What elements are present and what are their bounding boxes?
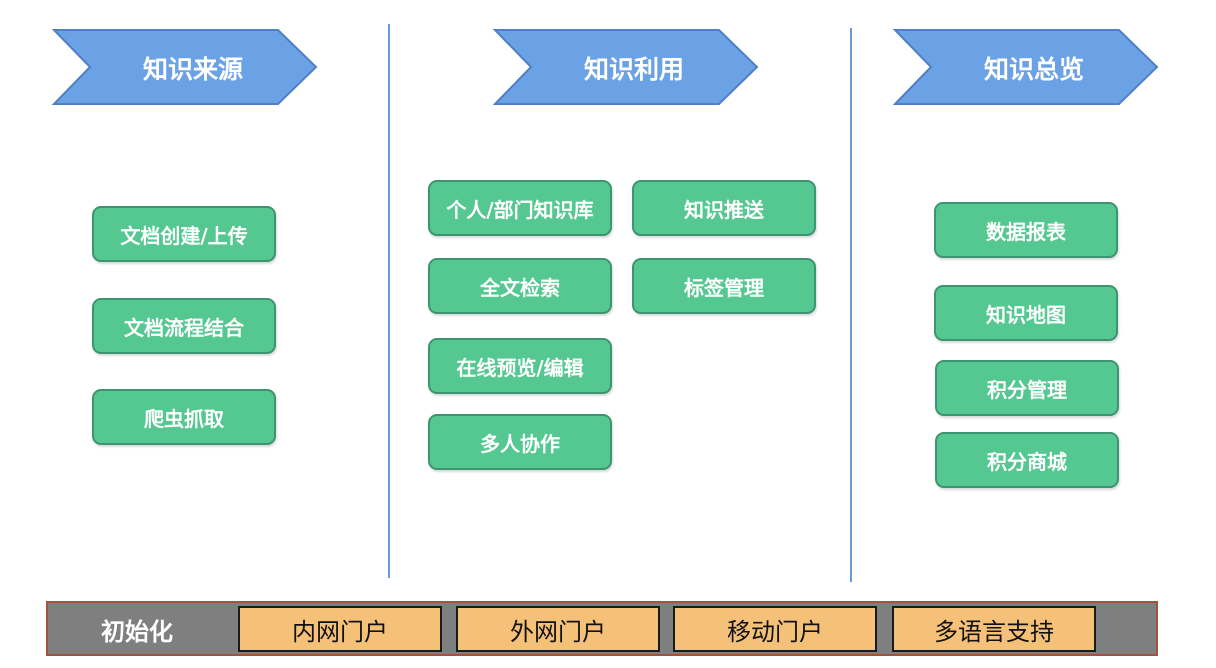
column-divider-left [388,24,390,578]
source-item-doc-workflow: 文档流程结合 [92,298,276,354]
header-chevron-usage: 知识利用 [493,28,761,108]
chevron-shape [493,29,759,105]
portal-intranet: 内网门户 [238,606,442,652]
column-divider-right [850,28,852,582]
header-label-overview: 知识总览 [983,55,1084,84]
header-label-source: 知识来源 [142,55,243,84]
usage-item-push: 知识推送 [632,180,816,236]
header-label-usage: 知识利用 [583,55,684,84]
overview-item-points-management: 积分管理 [935,360,1119,416]
usage-item-preview-edit: 在线预览/编辑 [428,338,612,394]
usage-item-tag-management: 标签管理 [632,258,816,314]
usage-item-collaboration: 多人协作 [428,414,612,470]
overview-item-points-mall: 积分商城 [935,432,1119,488]
chevron-shape [52,29,318,105]
usage-item-fulltext-search: 全文检索 [428,258,612,314]
portal-extranet: 外网门户 [456,606,660,652]
source-item-crawler: 爬虫抓取 [92,389,276,445]
source-item-doc-upload: 文档创建/上传 [92,206,276,262]
overview-item-knowledge-map: 知识地图 [934,285,1118,341]
usage-item-knowledge-base: 个人/部门知识库 [428,180,612,236]
portal-multilanguage: 多语言支持 [892,606,1096,652]
portal-mobile: 移动门户 [673,606,877,652]
overview-item-reports: 数据报表 [934,202,1118,258]
bottom-bar-title: 初始化 [101,617,173,646]
chevron-shape [893,29,1159,105]
header-chevron-source: 知识来源 [52,28,320,108]
header-chevron-overview: 知识总览 [893,28,1161,108]
